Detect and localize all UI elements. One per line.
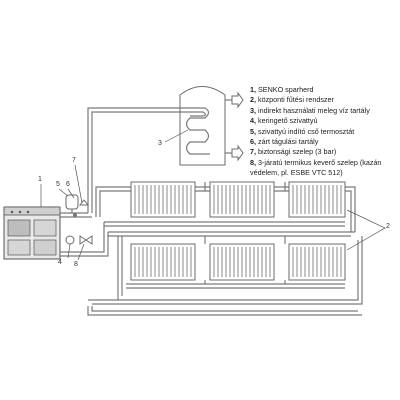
callout-4: 4 — [58, 259, 62, 266]
callout-5: 5 — [56, 181, 60, 188]
legend-number: 7, — [250, 147, 256, 157]
hot-water-tank — [179, 86, 226, 166]
legend-item: 2, központi fűtési rendszer — [250, 95, 398, 105]
callout-3: 3 — [158, 140, 162, 147]
circulation-pump — [65, 235, 75, 245]
safety-valve — [78, 199, 90, 206]
tank-outlet-arrows — [231, 91, 244, 162]
legend-number: 6, — [250, 137, 256, 147]
stove-return-pipe — [60, 222, 105, 253]
arrow-icon — [231, 144, 244, 162]
stove-return-pipe — [60, 232, 109, 257]
arrow-icon — [231, 91, 244, 109]
legend-number: 2, — [250, 95, 256, 105]
legend-text: szivattyú indító cső termosztát — [256, 126, 355, 136]
legend-text: indirekt használati meleg víz tartály — [256, 105, 370, 115]
leader-lines — [40, 129, 386, 261]
legend-text: zárt tágulási tartály — [256, 137, 319, 147]
legend-text: SENKO sparherd — [256, 85, 314, 94]
legend-number: 8, — [250, 157, 256, 167]
callout-6: 6 — [66, 181, 70, 188]
callout-8: 8 — [74, 261, 78, 268]
mixing-valve — [79, 235, 93, 245]
legend-text: biztonsági szelep (3 bar) — [256, 147, 337, 157]
radiator-fins — [134, 185, 342, 277]
legend-item: 7, biztonsági szelep (3 bar) — [250, 147, 398, 157]
thermostat — [73, 213, 77, 217]
legend-item: 5, szivattyú indító cső termosztát — [250, 127, 398, 137]
callout-1: 1 — [38, 176, 42, 183]
legend-item: 1, SENKO sparherd — [250, 85, 398, 95]
legend-item: 8, 3-járatú termikus keverő szelep (kazá… — [250, 158, 398, 179]
legend-item: 6, zárt tágulási tartály — [250, 137, 398, 147]
legend-item: 4, keringető szivattyú — [250, 116, 398, 126]
callout-7: 7 — [72, 157, 76, 164]
legend-text: 3-járatú termikus keverő szelep (kazán v… — [250, 157, 382, 178]
legend-item: 3, indirekt használati meleg víz tartály — [250, 106, 398, 116]
legend-number: 3, — [250, 105, 256, 115]
expansion-tank — [65, 194, 79, 213]
legend-number: 5, — [250, 126, 256, 136]
senko-stove — [3, 206, 61, 260]
legend-number: 1, — [250, 85, 256, 94]
legend-text: központi fűtési rendszer — [256, 95, 334, 105]
legend-number: 4, — [250, 116, 256, 126]
callout-2: 2 — [386, 223, 390, 230]
legend-text: keringető szivattyú — [256, 116, 318, 126]
